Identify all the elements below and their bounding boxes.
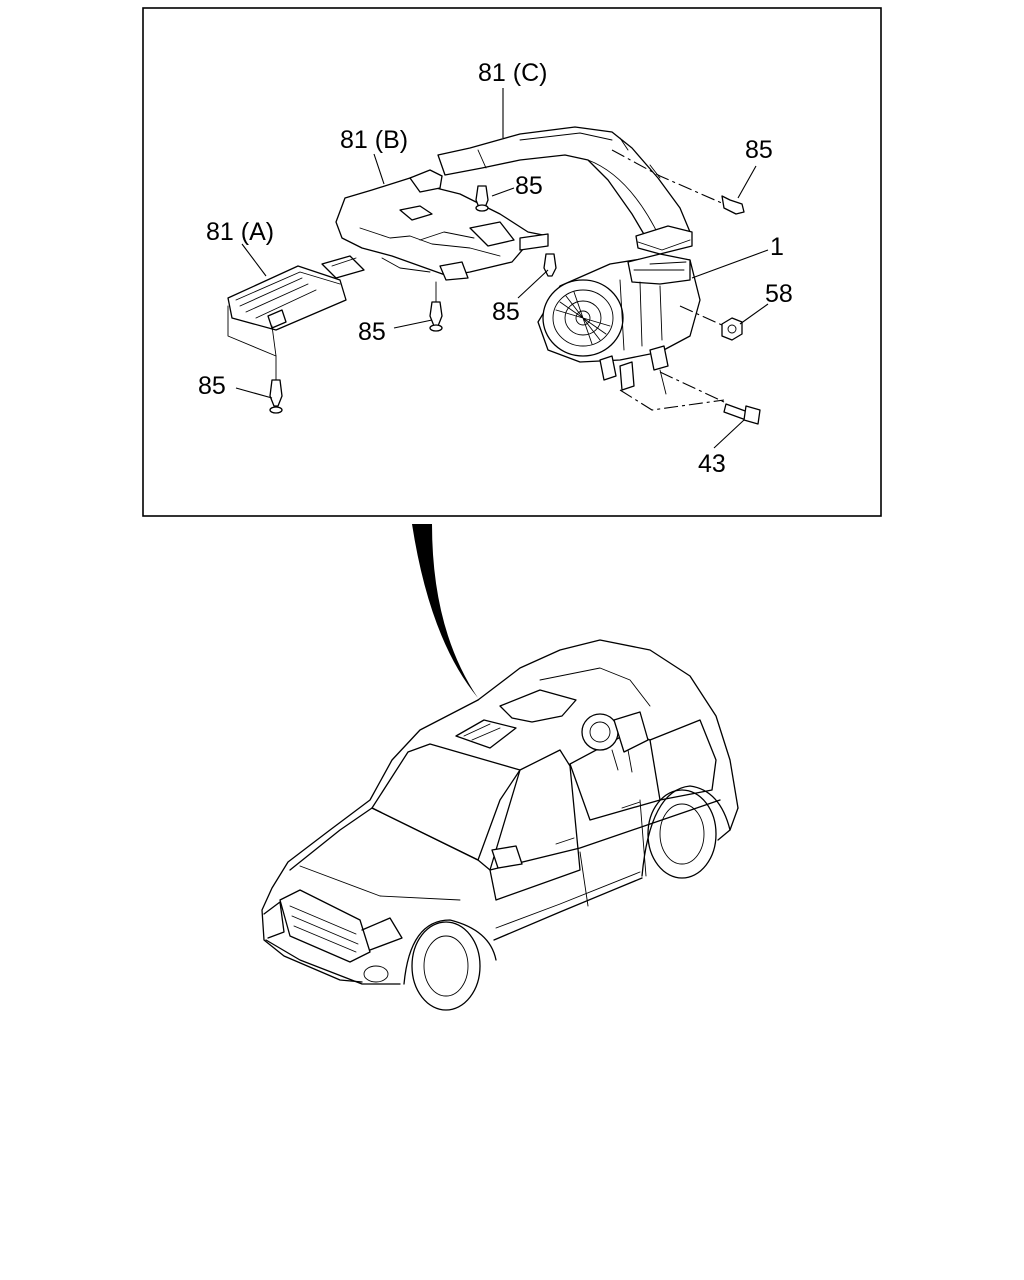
assembly-line-43 <box>619 371 725 411</box>
assembly-bracket-a <box>227 305 277 381</box>
bolt-43 <box>723 403 761 425</box>
leader-nut <box>739 303 769 325</box>
clip-85-left <box>269 379 283 414</box>
leader-duct-b <box>373 153 385 185</box>
location-pointer <box>412 524 478 698</box>
callout-clip-center: 85 <box>358 318 386 346</box>
clip-85-top <box>475 185 489 212</box>
clip-85-right <box>721 195 745 215</box>
callout-clip-right: 85 <box>745 136 773 164</box>
callout-duct-a: 81 (A) <box>206 218 274 246</box>
vehicle-illustration <box>261 639 739 1011</box>
assembly-line-58 <box>679 305 725 327</box>
callout-blower-unit: 1 <box>770 233 784 261</box>
leader-clip-left <box>235 387 273 399</box>
leader-bolt <box>713 419 745 449</box>
leader-clip-mid <box>517 269 549 299</box>
callout-clip-mid: 85 <box>492 298 520 326</box>
callout-clip-left: 85 <box>198 372 226 400</box>
callout-duct-c: 81 (C) <box>478 59 547 87</box>
leader-blower <box>691 249 769 279</box>
callout-bolt: 43 <box>698 450 726 478</box>
blower-unit-1 <box>537 253 701 395</box>
leader-duct-a <box>241 243 267 277</box>
callout-nut: 58 <box>765 280 793 308</box>
duct-81c <box>437 126 693 255</box>
callout-clip-top: 85 <box>515 172 543 200</box>
leader-clip-top <box>491 187 515 197</box>
assembly-line-c <box>611 149 725 205</box>
duct-81b <box>335 169 549 281</box>
leader-clip-center <box>393 319 433 329</box>
callout-duct-b: 81 (B) <box>340 126 408 154</box>
detail-frame <box>142 7 882 517</box>
nut-58 <box>721 317 743 341</box>
duct-81a <box>227 255 365 331</box>
leader-clip-right <box>737 165 757 199</box>
clip-85-center <box>429 301 443 332</box>
